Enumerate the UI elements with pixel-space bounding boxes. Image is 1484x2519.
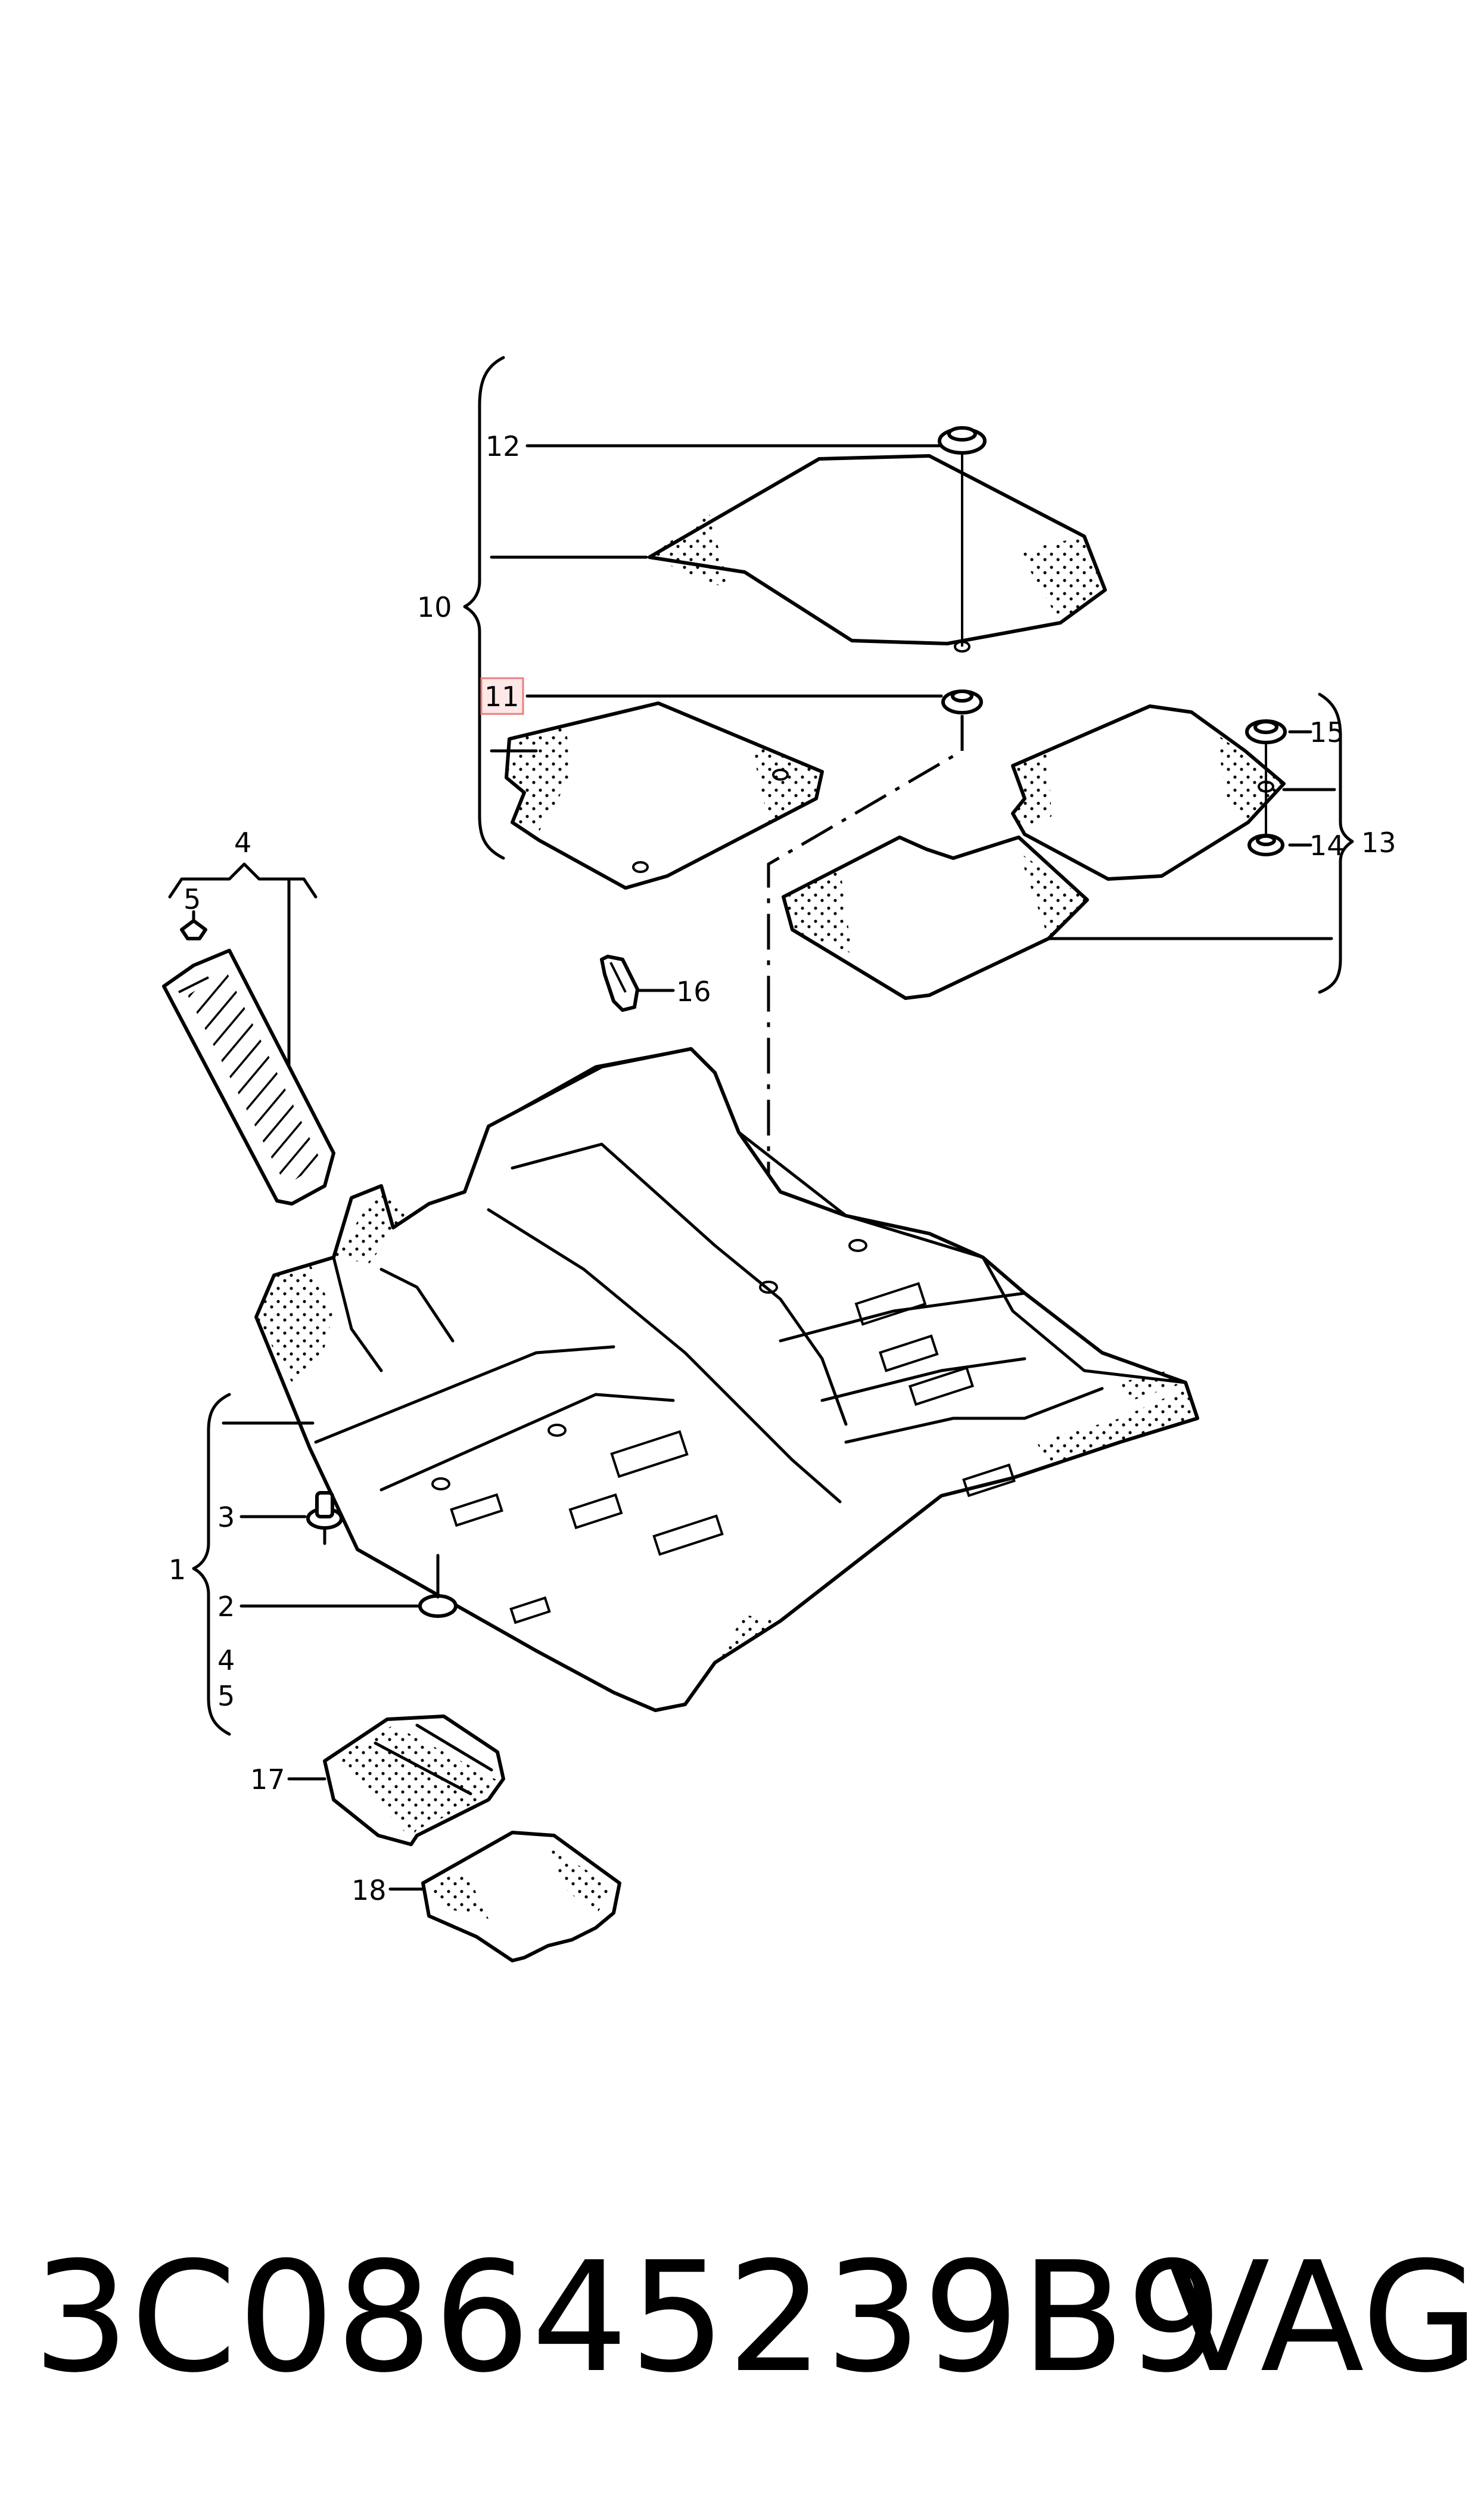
mat-17[interactable]	[323, 1714, 505, 1846]
floor-carpet[interactable]	[254, 1047, 1199, 1712]
callout-2: 2	[217, 1591, 235, 1623]
callout-16: 16	[676, 976, 711, 1008]
clip-16[interactable]	[600, 955, 639, 1012]
fastener-3[interactable]	[306, 1491, 343, 1530]
callout-5-top: 5	[183, 883, 201, 915]
callout-15: 15	[1309, 716, 1345, 748]
mat-clip-12[interactable]	[938, 426, 987, 647]
front-mat-small[interactable]	[505, 701, 824, 890]
rear-mat-right[interactable]	[1011, 704, 1286, 881]
mat-clip-14[interactable]	[1247, 834, 1284, 856]
mat-18[interactable]	[421, 1831, 621, 1962]
fastener-2[interactable]	[418, 1554, 458, 1618]
callout-4-top: 4	[234, 827, 251, 859]
mat-clip-11[interactable]	[941, 689, 983, 715]
callout-5-bottom: 5	[217, 1680, 235, 1712]
bracket-group-1	[192, 1393, 231, 1736]
callout-17: 17	[250, 1763, 285, 1796]
bracket-group-4	[168, 862, 318, 1095]
bracket-group-10	[463, 356, 505, 860]
callout-12: 12	[486, 430, 521, 462]
callout-11[interactable]: 11	[484, 681, 519, 713]
rear-mat-left[interactable]	[782, 835, 1089, 1000]
footer: 3C08645239B9 VAG	[0, 2241, 1484, 2396]
part-number: 3C08645239B9	[33, 2229, 1224, 2406]
brand-label: VAG	[1166, 2229, 1479, 2406]
pedal-mat-clip-5[interactable]	[180, 910, 207, 940]
callout-14: 14	[1309, 830, 1345, 862]
bracket-group-13	[1318, 692, 1354, 994]
callout-13: 13	[1361, 827, 1396, 859]
mat-clip-15[interactable]	[1245, 719, 1287, 834]
callout-1: 1	[169, 1554, 186, 1586]
callout-18: 18	[351, 1874, 387, 1906]
callout-10: 10	[417, 591, 452, 623]
front-mat-large[interactable]	[648, 454, 1107, 653]
pedal-mat[interactable]	[162, 949, 335, 1206]
callout-4-bottom: 4	[217, 1644, 235, 1676]
callout-3: 3	[217, 1501, 235, 1533]
